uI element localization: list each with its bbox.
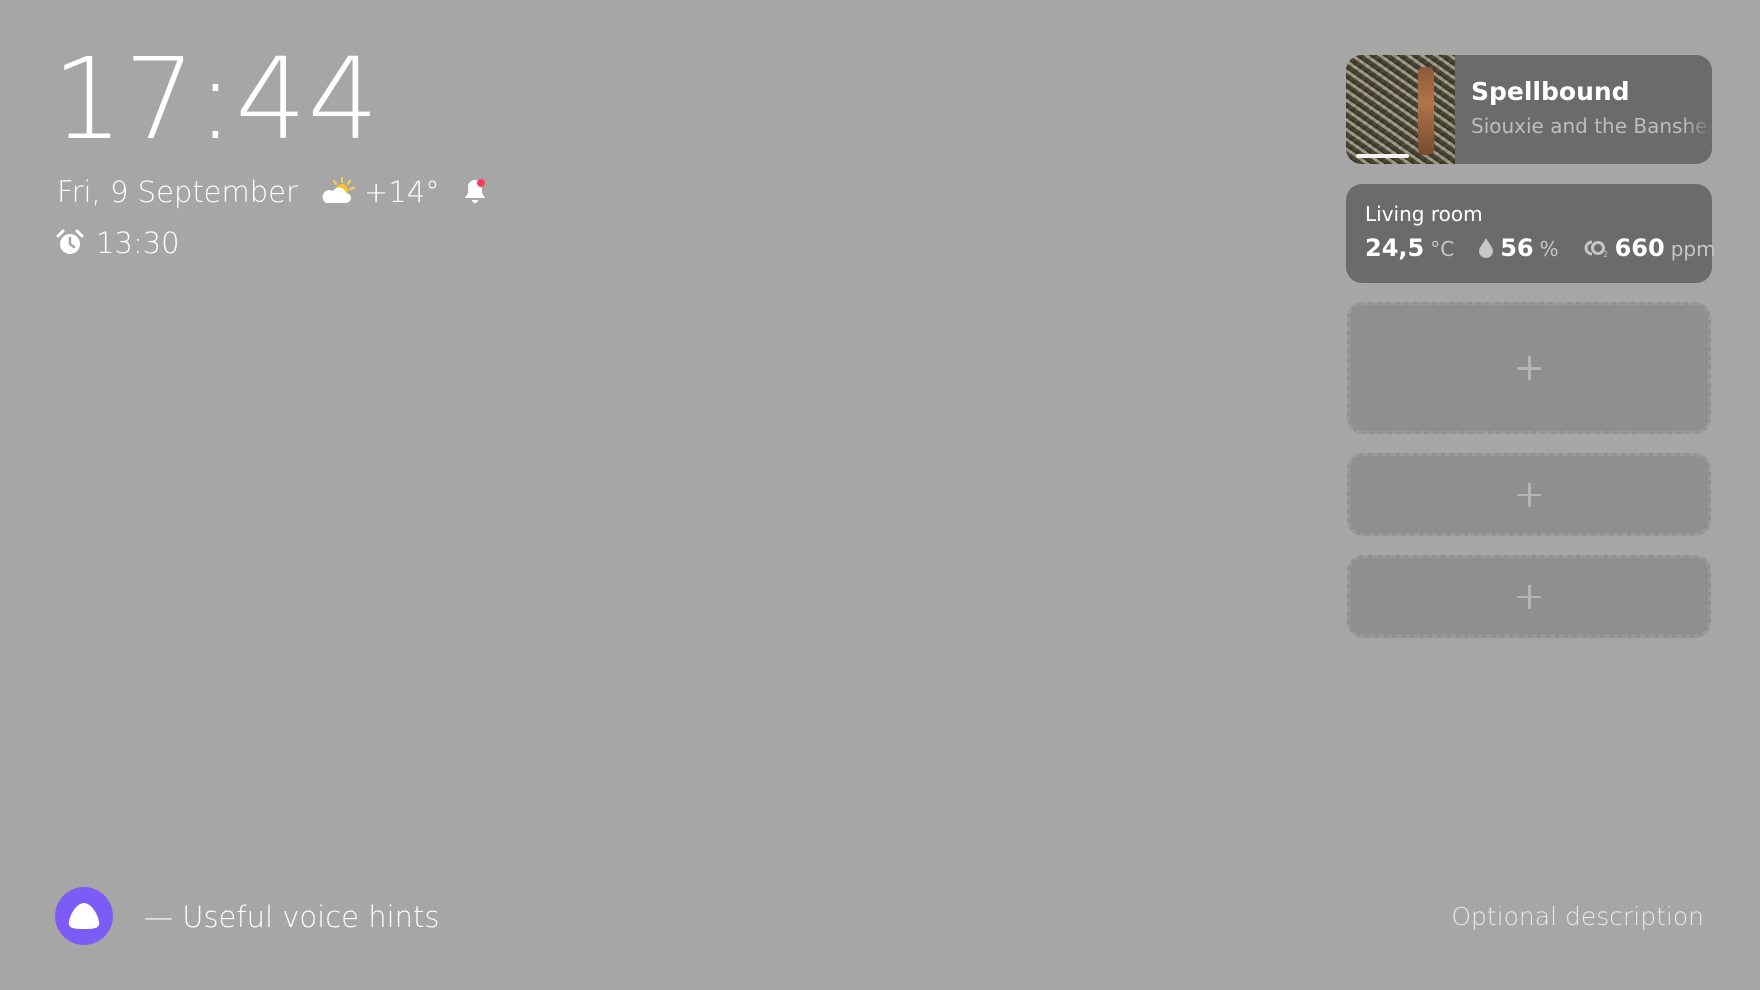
optional-description: Optional description [1451,902,1704,931]
status-row: Fri, 9 September +14° [57,175,488,209]
svg-text:2: 2 [1603,250,1608,258]
humidity-reading: 56 % [1478,234,1559,262]
drop-icon [1478,237,1494,259]
partly-sunny-icon [320,177,356,207]
co2-icon: 2 [1583,238,1609,258]
bell-icon[interactable] [462,177,488,207]
temperature-label: +14° [363,175,440,209]
assistant-icon [67,902,101,930]
track-artist: Siouxie and the Banshees [1471,114,1712,138]
plus-icon [1517,356,1541,380]
weather-widget[interactable]: +14° [320,175,440,209]
now-playing-card[interactable]: Spellbound Siouxie and the Banshees [1346,55,1712,164]
add-widget-slot[interactable] [1347,555,1711,638]
co2-reading: 2 660 ppm [1583,234,1716,262]
temperature-reading: 24,5 °C [1365,234,1455,262]
alarm-clock-icon [56,229,84,257]
date-label: Fri, 9 September [57,175,298,209]
playback-progress [1356,154,1409,158]
plus-icon [1517,584,1541,609]
plus-icon [1517,482,1541,507]
voice-hint: — Useful voice hints [144,900,440,934]
alarm-row[interactable]: 13:30 [56,226,180,260]
add-widget-slot[interactable] [1347,302,1711,434]
alarm-time: 13:30 [96,226,180,260]
add-widget-slot[interactable] [1347,453,1711,536]
room-sensor-card[interactable]: Living room 24,5 °C 56 % 2 660 ppm [1346,184,1716,283]
voice-assistant-button[interactable] [55,887,113,945]
room-name: Living room [1365,202,1483,226]
clock-time: 17:44 [52,35,380,165]
track-title: Spellbound [1471,77,1630,106]
album-cover [1346,55,1455,164]
